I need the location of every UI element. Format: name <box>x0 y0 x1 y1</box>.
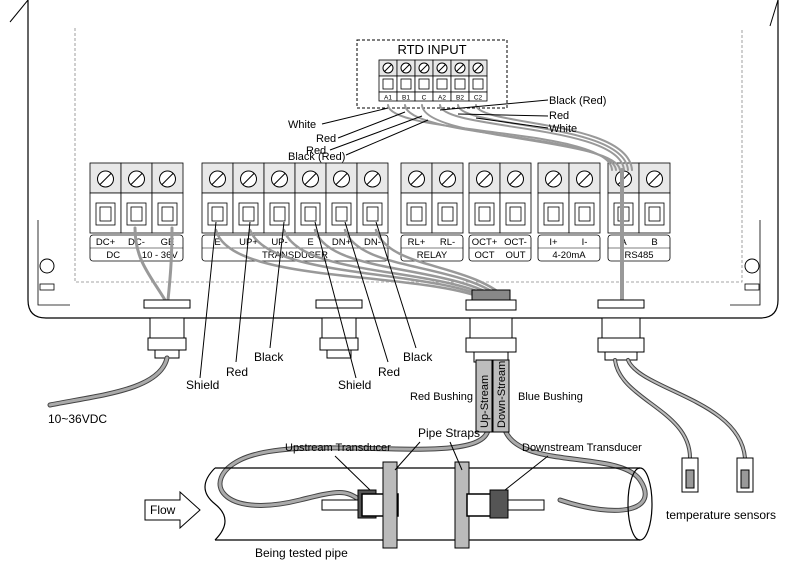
blue-bushing-label: Blue Bushing <box>518 391 583 403</box>
rtd-terminal-label: B1 <box>402 95 410 102</box>
downstream-transducer <box>454 461 545 549</box>
black-label-right: Black <box>403 350 433 364</box>
block-label: OCT <box>474 250 494 261</box>
block-label: 4-20mA <box>552 250 586 261</box>
gland-transducer <box>465 289 517 363</box>
block-label: TRANSDUCER <box>262 250 328 261</box>
red-bushing-label: Red Bushing <box>410 391 473 403</box>
mount-hole-right <box>744 258 760 274</box>
rtd-title: RTD INPUT <box>397 42 466 57</box>
rtd-terminal-label: B2 <box>456 95 464 102</box>
rtd-wire-label-white-left: White <box>288 119 316 131</box>
rtd-terminal: A1 <box>378 59 398 102</box>
transducers: Pipe Straps Upstream Transducer Downstre… <box>285 426 642 549</box>
downstream-transducer-label: Downstream Transducer <box>522 442 642 454</box>
rtd-wire-label-red-right: Red <box>549 110 569 122</box>
transducer-block: E UP+ UP- E DN+ DN- TRANSDUCER <box>201 162 389 262</box>
relay-block: RL+ RL- RELAY <box>400 162 464 262</box>
rtd-terminal: A2 <box>432 59 452 102</box>
rtd-wire-label-red-left-2: Red <box>306 145 326 157</box>
shield-label-left: Shield <box>186 378 219 392</box>
rtd-terminal: B2 <box>450 59 470 102</box>
upstream-transducer <box>321 461 399 549</box>
rtd-terminal-label: A1 <box>384 95 392 102</box>
temperature-sensors-label: temperature sensors <box>666 508 776 522</box>
rtd-input-block: RTD INPUT A1 B1 C A2 B2 C2 <box>356 39 508 109</box>
transducer-wire-labels: Shield Red Black Shield Red Black <box>186 221 433 392</box>
pipe-strap-left <box>382 461 398 549</box>
terminal-label: UP+ <box>239 237 258 248</box>
terminal-label: E <box>214 237 220 248</box>
terminal-label: GE <box>161 237 175 248</box>
power-supply-label: 10~36VDC <box>48 412 107 426</box>
temperature-sensors: temperature sensors <box>666 457 776 522</box>
rtd-terminal-label: A2 <box>438 95 446 102</box>
bushings: Up-Stream Down-Stream Red Bushing Blue B… <box>410 359 583 433</box>
block-label: 10 - 36V <box>142 250 179 261</box>
terminal-label: DN- <box>364 237 381 248</box>
terminal-label: DC+ <box>96 237 116 248</box>
terminal-label: RL+ <box>408 237 426 248</box>
pipe-caption: Being tested pipe <box>255 546 348 560</box>
rtd-terminal: C <box>414 59 434 102</box>
rtd-wire-labels <box>321 99 549 156</box>
block-label: DC <box>106 250 120 261</box>
terminal-label: B <box>651 237 657 248</box>
mount-hole-left <box>39 258 55 274</box>
down-stream-label: Down-Stream <box>496 361 508 428</box>
blue-bushing <box>492 359 510 433</box>
red-label-left: Red <box>226 365 248 379</box>
block-label: OUT <box>505 250 525 261</box>
terminal-label: E <box>307 237 313 248</box>
upstream-transducer-label: Upstream Transducer <box>285 442 391 454</box>
up-stream-label: Up-Stream <box>479 375 491 428</box>
terminal-label: UP- <box>271 237 287 248</box>
block-label: RELAY <box>417 250 448 261</box>
rtd-wire-label-black-right: Black (Red) <box>549 95 606 107</box>
cable-glands <box>143 289 645 363</box>
shield-label-right: Shield <box>338 378 371 392</box>
pipe-straps-label: Pipe Straps <box>418 426 480 440</box>
rtd-wire-label-red-left-1: Red <box>316 133 336 145</box>
rtd-terminal: B1 <box>396 59 416 102</box>
rtd-terminal-label: C2 <box>474 95 483 102</box>
terminal-label: DN+ <box>332 237 352 248</box>
rtd-wire-label-black-left: Black (Red) <box>288 151 345 163</box>
oct-out-block: OCT+ OCT- OCT OUT <box>468 162 532 262</box>
external-cables <box>47 355 747 513</box>
black-label-left: Black <box>254 350 284 364</box>
gland-blank <box>315 299 363 359</box>
pipe: Being tested pipe Flow <box>144 467 653 560</box>
block-label: RS485 <box>624 250 653 261</box>
red-bushing <box>475 359 493 433</box>
red-label-right: Red <box>378 365 400 379</box>
terminal-label: I- <box>582 237 588 248</box>
terminal-label: OCT+ <box>472 237 498 248</box>
rtd-terminal-label: C <box>422 95 427 102</box>
current-output-block: I+ I- 4-20mA <box>537 162 601 262</box>
rtd-terminal: C2 <box>468 59 488 102</box>
internal-cables <box>133 104 633 302</box>
flow-arrow: Flow <box>144 490 201 530</box>
terminal-label: I+ <box>549 237 558 248</box>
gland-rs485 <box>597 299 645 361</box>
terminal-label: OCT- <box>504 237 527 248</box>
gland-power <box>143 299 191 359</box>
terminal-label: RL- <box>440 237 455 248</box>
flow-label: Flow <box>150 503 176 517</box>
rtd-wire-label-white-right: White <box>549 123 577 135</box>
